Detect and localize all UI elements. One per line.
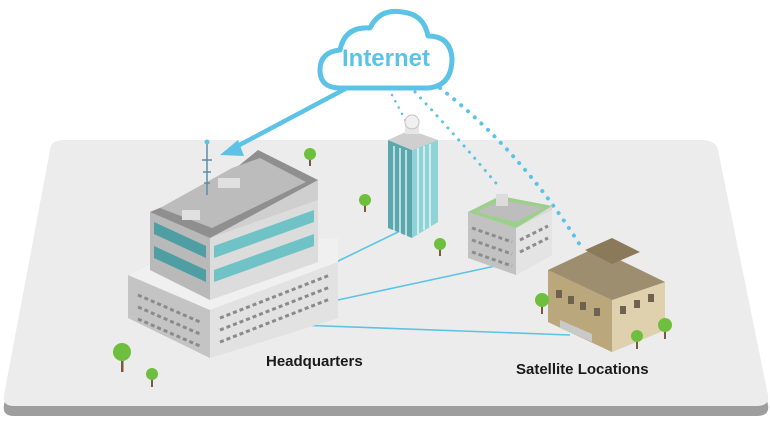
tree-icon <box>434 238 446 256</box>
tree-icon <box>146 368 158 387</box>
internet-label: Internet <box>342 45 430 72</box>
hq-antenna <box>202 140 212 195</box>
tree-icon <box>359 194 371 212</box>
glass-tower-building <box>388 114 438 238</box>
headquarters-label: Headquarters <box>266 353 363 370</box>
tree-icon <box>535 293 549 314</box>
tree-icon <box>631 330 643 349</box>
tree-icon <box>304 148 316 166</box>
hq-glass-bands <box>154 210 314 282</box>
network-links <box>297 231 571 336</box>
headquarters-building <box>128 139 338 358</box>
tree-icon <box>658 318 672 339</box>
tree-icon <box>113 343 131 372</box>
satellite-building-green-roof <box>468 194 552 275</box>
internet-cloud: Internet <box>317 8 455 91</box>
internet-wireless-links <box>390 86 582 247</box>
internet-to-hq-arrow <box>220 77 365 156</box>
trees <box>113 148 672 387</box>
hq-lower-windows <box>137 273 331 348</box>
satellite-locations-label: Satellite Locations <box>516 361 649 378</box>
satellite-building-campus <box>548 238 665 352</box>
